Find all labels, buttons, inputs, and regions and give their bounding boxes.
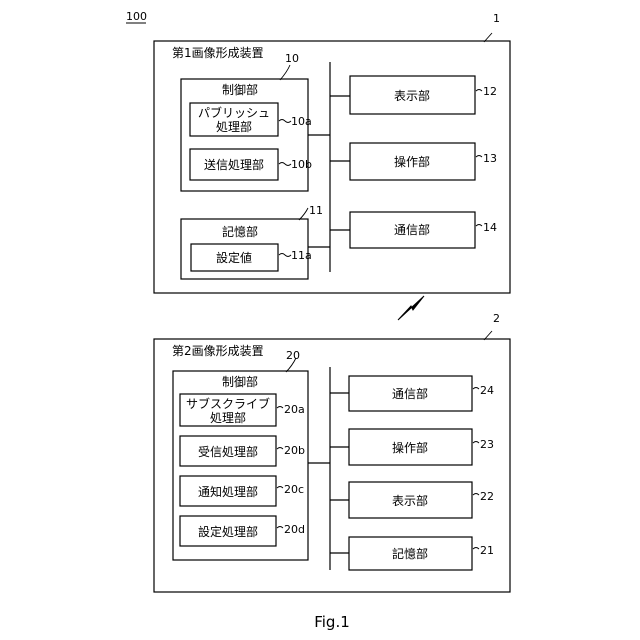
notify-processing-label: 通知処理部	[198, 484, 258, 499]
device2-comm-ref: 24	[480, 384, 494, 397]
device1-control-ref: 10	[285, 52, 299, 65]
device2-control-ref: 20	[286, 349, 300, 362]
device1-display-ref: 12	[483, 85, 497, 98]
device2-title: 第2画像形成装置	[172, 344, 264, 358]
setting-processing-ref: 20d	[284, 523, 305, 536]
device2-storage-ref: 21	[480, 544, 494, 557]
subscribe-processing-ref: 20a	[284, 403, 305, 416]
system-ref: 100	[126, 10, 147, 23]
publish-processing-ref: 10a	[291, 115, 312, 128]
device2-control-label: 制御部	[222, 374, 258, 389]
receive-processing-ref: 20b	[284, 444, 305, 457]
device2-display-label: 表示部	[392, 493, 428, 508]
device1-title: 第1画像形成装置	[172, 46, 264, 60]
device1-storage-label: 記憶部	[222, 224, 258, 239]
wireless-link-icon	[398, 296, 424, 320]
subscribe-processing-line2: 処理部	[210, 410, 246, 425]
device1-comm-ref: 14	[483, 221, 497, 234]
publish-processing-line1: パブリッシュ	[198, 105, 270, 120]
send-processing-label: 送信処理部	[204, 157, 264, 172]
device2-comm-label: 通信部	[392, 386, 428, 401]
device2-storage-label: 記憶部	[392, 546, 428, 561]
subscribe-processing-line1: サブスクライブ	[186, 396, 270, 411]
device2-ref: 2	[493, 312, 500, 325]
figure-caption: Fig.1	[314, 613, 350, 631]
publish-processing-line2: 処理部	[216, 119, 252, 134]
device1-display-label: 表示部	[394, 88, 430, 103]
device1-storage-ref: 11	[309, 204, 323, 217]
setting-processing-label: 設定処理部	[198, 524, 258, 539]
notify-processing-ref: 20c	[284, 483, 304, 496]
device2-operation-label: 操作部	[392, 440, 428, 455]
device1-control-label: 制御部	[222, 82, 258, 97]
device2-operation-ref: 23	[480, 438, 494, 451]
setting-value-label: 設定値	[216, 250, 252, 265]
receive-processing-label: 受信処理部	[198, 444, 258, 459]
device1-ref: 1	[493, 12, 500, 25]
device1-comm-label: 通信部	[394, 222, 430, 237]
device1-operation-label: 操作部	[394, 154, 430, 169]
send-processing-ref: 10b	[291, 158, 312, 171]
setting-value-ref: 11a	[291, 249, 312, 262]
device2-display-ref: 22	[480, 490, 494, 503]
device1-operation-ref: 13	[483, 152, 497, 165]
